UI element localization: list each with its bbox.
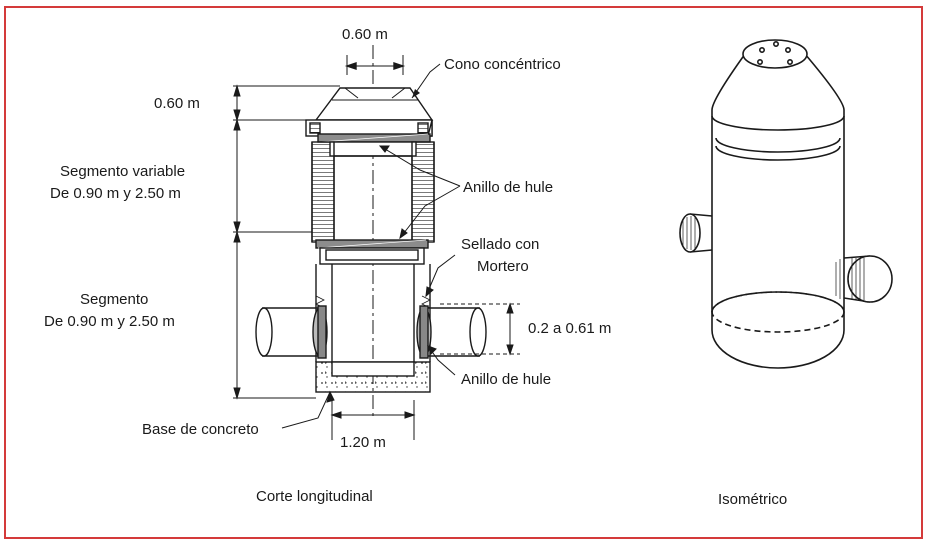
sealed-label-1: Sellado con bbox=[461, 236, 540, 253]
variable-segment-section bbox=[311, 141, 435, 243]
base-width-dimension bbox=[330, 400, 416, 440]
cone-section bbox=[305, 87, 434, 137]
figure-border bbox=[4, 6, 923, 539]
cone-leader bbox=[411, 63, 441, 99]
concrete-base-label: Base de concreto bbox=[142, 421, 259, 438]
top-width-dimension bbox=[344, 55, 406, 75]
section-caption: Corte longitudinal bbox=[256, 488, 373, 505]
segment-label-1: Segmento bbox=[80, 291, 149, 308]
pipe-range-dimension bbox=[440, 302, 520, 356]
base-width-label: 1.20 m bbox=[340, 434, 386, 451]
top-width-label: 0.60 m bbox=[342, 26, 388, 43]
segment-label-2: De 0.90 m y 2.50 m bbox=[44, 313, 175, 330]
leaders bbox=[281, 145, 461, 429]
left-dimension-chain bbox=[233, 84, 340, 400]
isometric-caption: Isométrico bbox=[718, 491, 788, 508]
cone-label: Cono concéntrico bbox=[444, 56, 561, 73]
pipe-range-label: 0.2 a 0.61 m bbox=[528, 320, 612, 337]
left-pipe-stub bbox=[679, 213, 713, 253]
variable-segment-label-1: Segmento variable bbox=[60, 163, 186, 180]
sealed-label-2: Mortero bbox=[477, 258, 529, 275]
right-pipe-stub bbox=[835, 255, 893, 303]
pipe-right bbox=[416, 305, 487, 359]
longitudinal-section bbox=[233, 45, 520, 440]
rubber-ring-bottom-label: Anillo de hule bbox=[461, 371, 552, 388]
rubber-ring-top-label: Anillo de hule bbox=[463, 179, 554, 196]
isometric-view bbox=[679, 39, 893, 369]
variable-segment-label-2: De 0.90 m y 2.50 m bbox=[50, 185, 181, 202]
pipe-left bbox=[255, 305, 328, 359]
cone-height-label: 0.60 m bbox=[154, 95, 200, 112]
